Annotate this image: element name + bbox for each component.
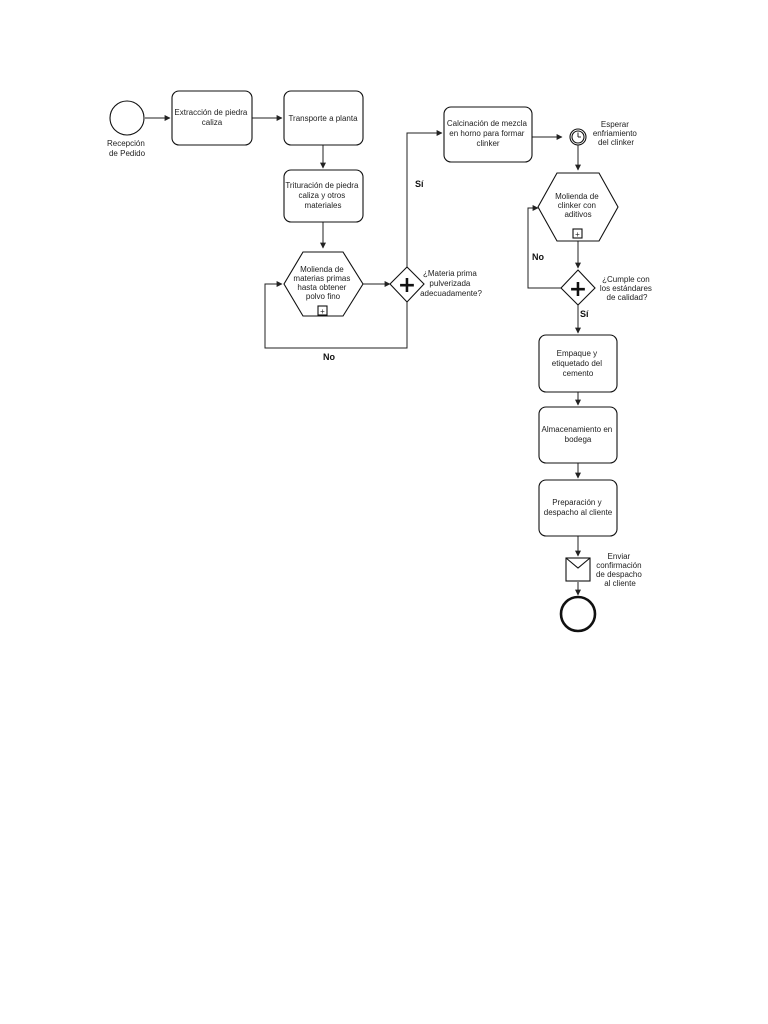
flow-gateway1-no-loop	[264, 281, 408, 349]
gateway-materia-prima: + ¿Materia prima pulverizada adecuadamen…	[389, 266, 482, 303]
subprocess-expand-marker-box	[317, 305, 328, 316]
gateway-2-plus-icon: +	[569, 277, 587, 302]
gateway-estandares-calidad: + ¿Cumple con los estándares de calidad?	[560, 269, 654, 306]
envelope-icon	[565, 557, 591, 582]
end-event-circle	[559, 595, 597, 633]
subprocess-label-line: Molienda de	[555, 192, 599, 201]
gateway-question-line: pulverizada	[429, 279, 470, 288]
subprocess-expand-marker-box	[572, 228, 583, 239]
task-almacenamiento-box	[538, 406, 618, 464]
message-label-line: al cliente	[604, 579, 636, 588]
gateway-1-question: ¿Materia prima pulverizada adecuadamente…	[420, 269, 482, 298]
start-event-label-line: Recepción	[107, 139, 145, 148]
sequence-flows	[145, 115, 581, 596]
task-label-line: en horno para formar	[449, 129, 524, 138]
edge-label-g1-yes: Sí	[415, 179, 424, 189]
message-event-confirmacion: Enviar confirmación de despacho al clien…	[565, 552, 644, 588]
task-extraccion-box	[171, 90, 253, 146]
gateway-question-line: adecuadamente?	[420, 289, 482, 298]
start-event-circle	[109, 100, 145, 136]
task-empaque: Empaque y etiquetado del cemento	[538, 334, 618, 393]
task-label-line: Preparación y	[552, 498, 601, 507]
task-extraccion: Extracción de piedra caliza	[171, 90, 253, 146]
task-label-line: Trituración de piedra	[285, 181, 359, 190]
timer-event-label: Esperar enfriamiento del clinker	[593, 120, 639, 147]
end-event	[559, 595, 597, 633]
task-label-line: etiquetado del	[552, 359, 602, 368]
message-label-line: de despacho	[596, 570, 642, 579]
task-label-line: materiales	[305, 201, 342, 210]
flow-gateway1-yes-to-calcinacion	[406, 130, 443, 267]
gateway-question-line: ¿Cumple con	[602, 275, 650, 284]
task-calcinacion: Calcinación de mezcla en horno para form…	[443, 106, 533, 163]
subprocess-molienda-clinker: Molienda de clinker con aditivos +	[537, 172, 619, 242]
gateway-question-line: ¿Materia prima	[423, 269, 477, 278]
task-label-line: bodega	[565, 435, 592, 444]
edge-label-g2-yes: Sí	[580, 309, 589, 319]
start-event-recepcion-pedido: Recepción de Pedido	[107, 100, 147, 158]
task-transporte-label: Transporte a planta	[288, 114, 358, 123]
task-transporte-box	[283, 90, 364, 146]
subprocess-label-line: aditivos	[564, 210, 591, 219]
task-label-line: Calcinación de mezcla	[447, 119, 528, 128]
timer-label-line: del clinker	[598, 138, 634, 147]
subprocess-label-line: polvo fino	[306, 292, 341, 301]
task-transporte: Transporte a planta	[283, 90, 364, 146]
edge-label-g1-no: No	[323, 352, 335, 362]
task-label-line: Transporte a planta	[288, 114, 358, 123]
start-event-label: Recepción de Pedido	[107, 139, 147, 158]
task-preparacion: Preparación y despacho al cliente	[538, 479, 618, 537]
subprocess-label-line: materias primas	[293, 274, 350, 283]
subprocess-molienda-materias-hexagon	[283, 251, 364, 317]
task-preparacion-box	[538, 479, 618, 537]
flow-gateway2-no-loop	[527, 205, 561, 289]
gateway-question-line: los estándares	[600, 284, 652, 293]
task-almacenamiento-label: Almacenamiento en bodega	[542, 425, 615, 444]
subprocess-molienda-materias: Molienda de materias primas hasta obtene…	[283, 251, 364, 317]
subprocess-expand-marker-icon: +	[320, 307, 325, 316]
task-empaque-box	[538, 334, 618, 393]
task-label-line: despacho al cliente	[544, 508, 613, 517]
task-trituracion-box	[283, 169, 364, 223]
gateway-1-diamond	[389, 266, 425, 303]
task-extraccion-label: Extracción de piedra caliza	[174, 108, 249, 127]
subprocess-label-line: clinker con	[558, 201, 596, 210]
task-label-line: Almacenamiento en	[542, 425, 613, 434]
subprocess-label-line: hasta obtener	[297, 283, 346, 292]
task-label-line: Empaque y	[557, 349, 597, 358]
edge-label-g2-no: No	[532, 252, 544, 262]
task-calcinacion-label: Calcinación de mezcla en horno para form…	[447, 119, 529, 148]
subprocess-label-line: Molienda de	[300, 265, 344, 274]
start-event-label-line: de Pedido	[109, 149, 146, 158]
task-label-line: clinker	[476, 139, 499, 148]
timer-label-line: enfriamiento	[593, 129, 638, 138]
task-trituracion: Trituración de piedra caliza y otros mat…	[283, 169, 364, 223]
task-empaque-label: Empaque y etiquetado del cemento	[552, 349, 605, 378]
task-preparacion-label: Preparación y despacho al cliente	[544, 498, 613, 517]
gateway-question-line: de calidad?	[607, 293, 648, 302]
gateway-2-diamond	[560, 269, 596, 306]
timer-event-enfriamiento: Esperar enfriamiento del clinker	[569, 120, 639, 147]
gateway-1-plus-icon: +	[398, 273, 416, 298]
timer-label-line: Esperar	[601, 120, 629, 129]
subprocess-expand-marker-icon: +	[575, 230, 580, 239]
clock-icon	[577, 132, 581, 138]
task-trituracion-label: Trituración de piedra caliza y otros mat…	[285, 181, 360, 210]
subprocess-molienda-clinker-label: Molienda de clinker con aditivos	[555, 192, 601, 219]
message-label-line: confirmación	[596, 561, 641, 570]
task-label-line: caliza	[202, 118, 223, 127]
task-label-line: Extracción de piedra	[174, 108, 247, 117]
task-label-line: caliza y otros	[299, 191, 346, 200]
message-label-line: Enviar	[608, 552, 631, 561]
envelope-flap-icon	[565, 557, 591, 569]
task-calcinacion-box	[443, 106, 533, 163]
subprocess-molienda-materias-label: Molienda de materias primas hasta obtene…	[293, 265, 352, 301]
task-almacenamiento: Almacenamiento en bodega	[538, 406, 618, 464]
task-label-line: cemento	[563, 369, 594, 378]
message-event-label: Enviar confirmación de despacho al clien…	[596, 552, 644, 588]
gateway-2-question: ¿Cumple con los estándares de calidad?	[600, 275, 654, 302]
subprocess-molienda-clinker-hexagon	[537, 172, 619, 242]
